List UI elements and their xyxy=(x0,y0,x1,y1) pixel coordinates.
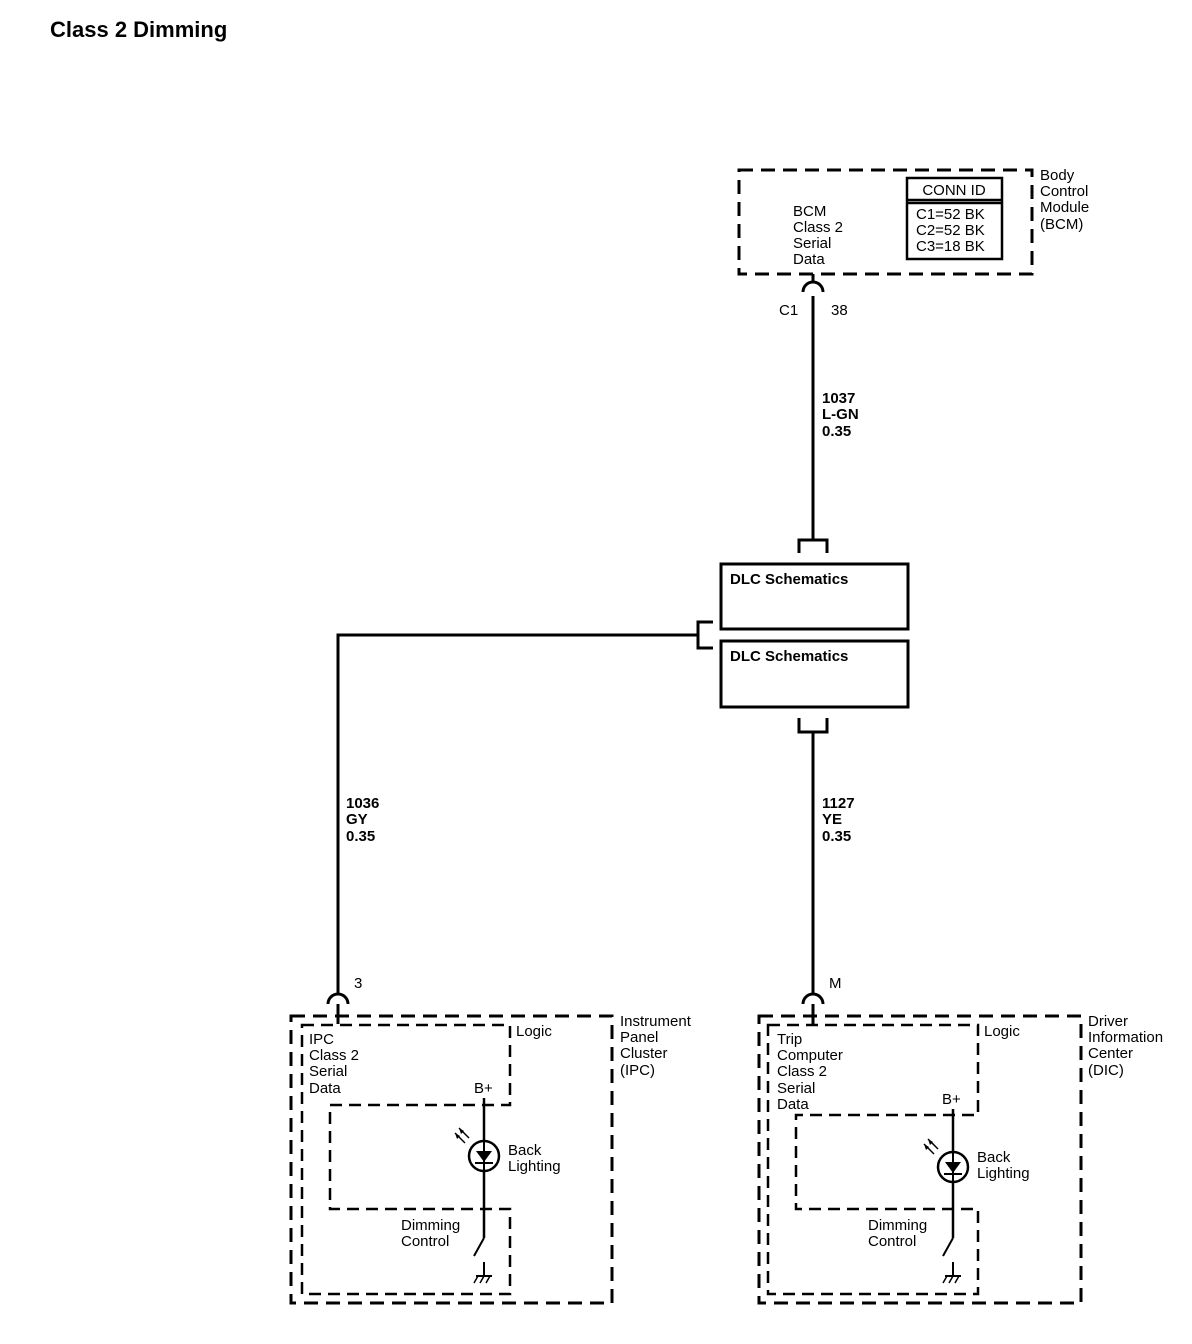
ipc-module-outline xyxy=(289,1014,614,1305)
ipc-circuit-line-2: Class 2 xyxy=(309,1047,359,1064)
dlc-box-bottom xyxy=(719,639,910,709)
dic-bplus-label: B+ xyxy=(942,1091,961,1108)
wire-1127-color: YE xyxy=(822,811,842,828)
ipc-name-line-3: Cluster xyxy=(620,1045,668,1062)
bcm-circuit-line-1: BCM xyxy=(793,203,826,220)
wire-1036-size: 0.35 xyxy=(346,828,375,845)
wire-1037-size: 0.35 xyxy=(822,423,851,440)
conn-id-row-2: C2=52 BK xyxy=(916,222,985,239)
conn-id-table-border xyxy=(905,176,1004,261)
wire-1037-number: 1037 xyxy=(822,390,855,407)
dic-ground-icon xyxy=(942,1275,961,1284)
wire-1036-number: 1036 xyxy=(346,795,379,812)
ipc-name-line-1: Instrument xyxy=(620,1013,692,1030)
dic-module-outline xyxy=(757,1014,1083,1305)
wire-1036-label: 1036 GY 0.35 xyxy=(346,795,379,845)
conn-id-header: CONN ID xyxy=(922,182,986,199)
bcm-name-line-2: Control xyxy=(1040,183,1088,200)
dic-module: M Driver Information Center (DIC) Logic … xyxy=(757,975,1163,1305)
bcm-circuit-line-4: Data xyxy=(793,251,825,268)
ipc-terminal-cup xyxy=(326,992,350,1005)
dic-dimming-line-1: Dimming xyxy=(868,1217,927,1234)
wire-1036 xyxy=(336,633,698,993)
ipc-logic-outline xyxy=(300,1023,512,1296)
ipc-dimming-line-2: Control xyxy=(401,1233,449,1250)
dlc-bottom-bracket xyxy=(797,718,829,734)
ipc-pin-label: 3 xyxy=(354,975,362,992)
dlc-box-top xyxy=(719,562,910,631)
bcm-module: Body Control Module (BCM) BCM Class 2 Se… xyxy=(737,167,1089,319)
ipc-circuit-line-1: IPC xyxy=(309,1031,334,1048)
dic-pin-label: M xyxy=(829,975,842,992)
dic-logic-outline xyxy=(766,1023,980,1296)
ipc-name-line-4: (IPC) xyxy=(620,1062,655,1079)
dic-circuit-line-2: Computer xyxy=(777,1047,843,1064)
ipc-dimming-line-1: Dimming xyxy=(401,1217,460,1234)
bcm-connector-label: C1 xyxy=(779,302,798,319)
dlc-connector: DLC Schematics DLC Schematics xyxy=(696,538,910,734)
dlc-label-top: DLC Schematics xyxy=(730,571,848,588)
dic-name-line-4: (DIC) xyxy=(1088,1062,1124,1079)
wire-1127-size: 0.35 xyxy=(822,828,851,845)
ipc-lamp-line-1: Back xyxy=(508,1142,542,1159)
conn-id-row-1: C1=52 BK xyxy=(916,206,985,223)
dic-back-lighting-lamp-icon xyxy=(923,1138,970,1184)
bcm-name-line-1: Body xyxy=(1040,167,1075,184)
bcm-circuit-line-3: Serial xyxy=(793,235,831,252)
ipc-ground-icon xyxy=(473,1275,492,1284)
conn-id-row-3: C3=18 BK xyxy=(916,238,985,255)
ipc-circuit-line-3: Serial xyxy=(309,1063,347,1080)
conn-id-table: CONN ID C1=52 BK C2=52 BK C3=18 BK xyxy=(905,176,1004,261)
dic-dimming-line-2: Control xyxy=(868,1233,916,1250)
ipc-logic-label: Logic xyxy=(516,1023,552,1040)
wire-1036-color: GY xyxy=(346,811,368,828)
dic-name-line-1: Driver xyxy=(1088,1013,1128,1030)
wire-1127-label: 1127 YE 0.35 xyxy=(822,795,855,845)
ipc-module: 3 Instrument Panel Cluster (IPC) Logic I… xyxy=(289,975,692,1305)
ipc-back-lighting-lamp-icon xyxy=(454,1127,501,1173)
bcm-terminal-cup xyxy=(801,280,825,293)
dic-circuit-line-1: Trip xyxy=(777,1031,802,1048)
dic-lamp-line-2: Lighting xyxy=(977,1165,1030,1182)
ipc-lamp-line-2: Lighting xyxy=(508,1158,561,1175)
page-title: Class 2 Dimming xyxy=(50,17,228,42)
dic-circuit-line-4: Serial xyxy=(777,1080,815,1097)
bcm-pin-label: 38 xyxy=(831,302,848,319)
dic-name-line-3: Center xyxy=(1088,1045,1133,1062)
ipc-bplus-label: B+ xyxy=(474,1080,493,1097)
dic-circuit-line-3: Class 2 xyxy=(777,1063,827,1080)
dic-logic-label: Logic xyxy=(984,1023,1020,1040)
bcm-name-line-4: (BCM) xyxy=(1040,216,1083,233)
dic-terminal-cup xyxy=(801,992,825,1005)
dic-name-line-2: Information xyxy=(1088,1029,1163,1046)
wire-1037-label: 1037 L-GN 0.35 xyxy=(822,390,859,440)
bcm-name-line-3: Module xyxy=(1040,199,1089,216)
ipc-dimming-switch-icon xyxy=(473,1237,485,1275)
bcm-circuit-line-2: Class 2 xyxy=(793,219,843,236)
dic-lamp-line-1: Back xyxy=(977,1149,1011,1166)
dlc-left-bracket xyxy=(696,620,713,650)
ipc-name-line-2: Panel xyxy=(620,1029,658,1046)
dlc-label-bottom: DLC Schematics xyxy=(730,648,848,665)
dic-circuit-line-5: Data xyxy=(777,1096,809,1113)
dlc-top-bracket xyxy=(797,538,829,553)
ipc-circuit-line-4: Data xyxy=(309,1080,341,1097)
dic-dimming-switch-icon xyxy=(942,1237,954,1275)
wire-1037-color: L-GN xyxy=(822,406,859,423)
wire-1127-number: 1127 xyxy=(822,795,855,812)
